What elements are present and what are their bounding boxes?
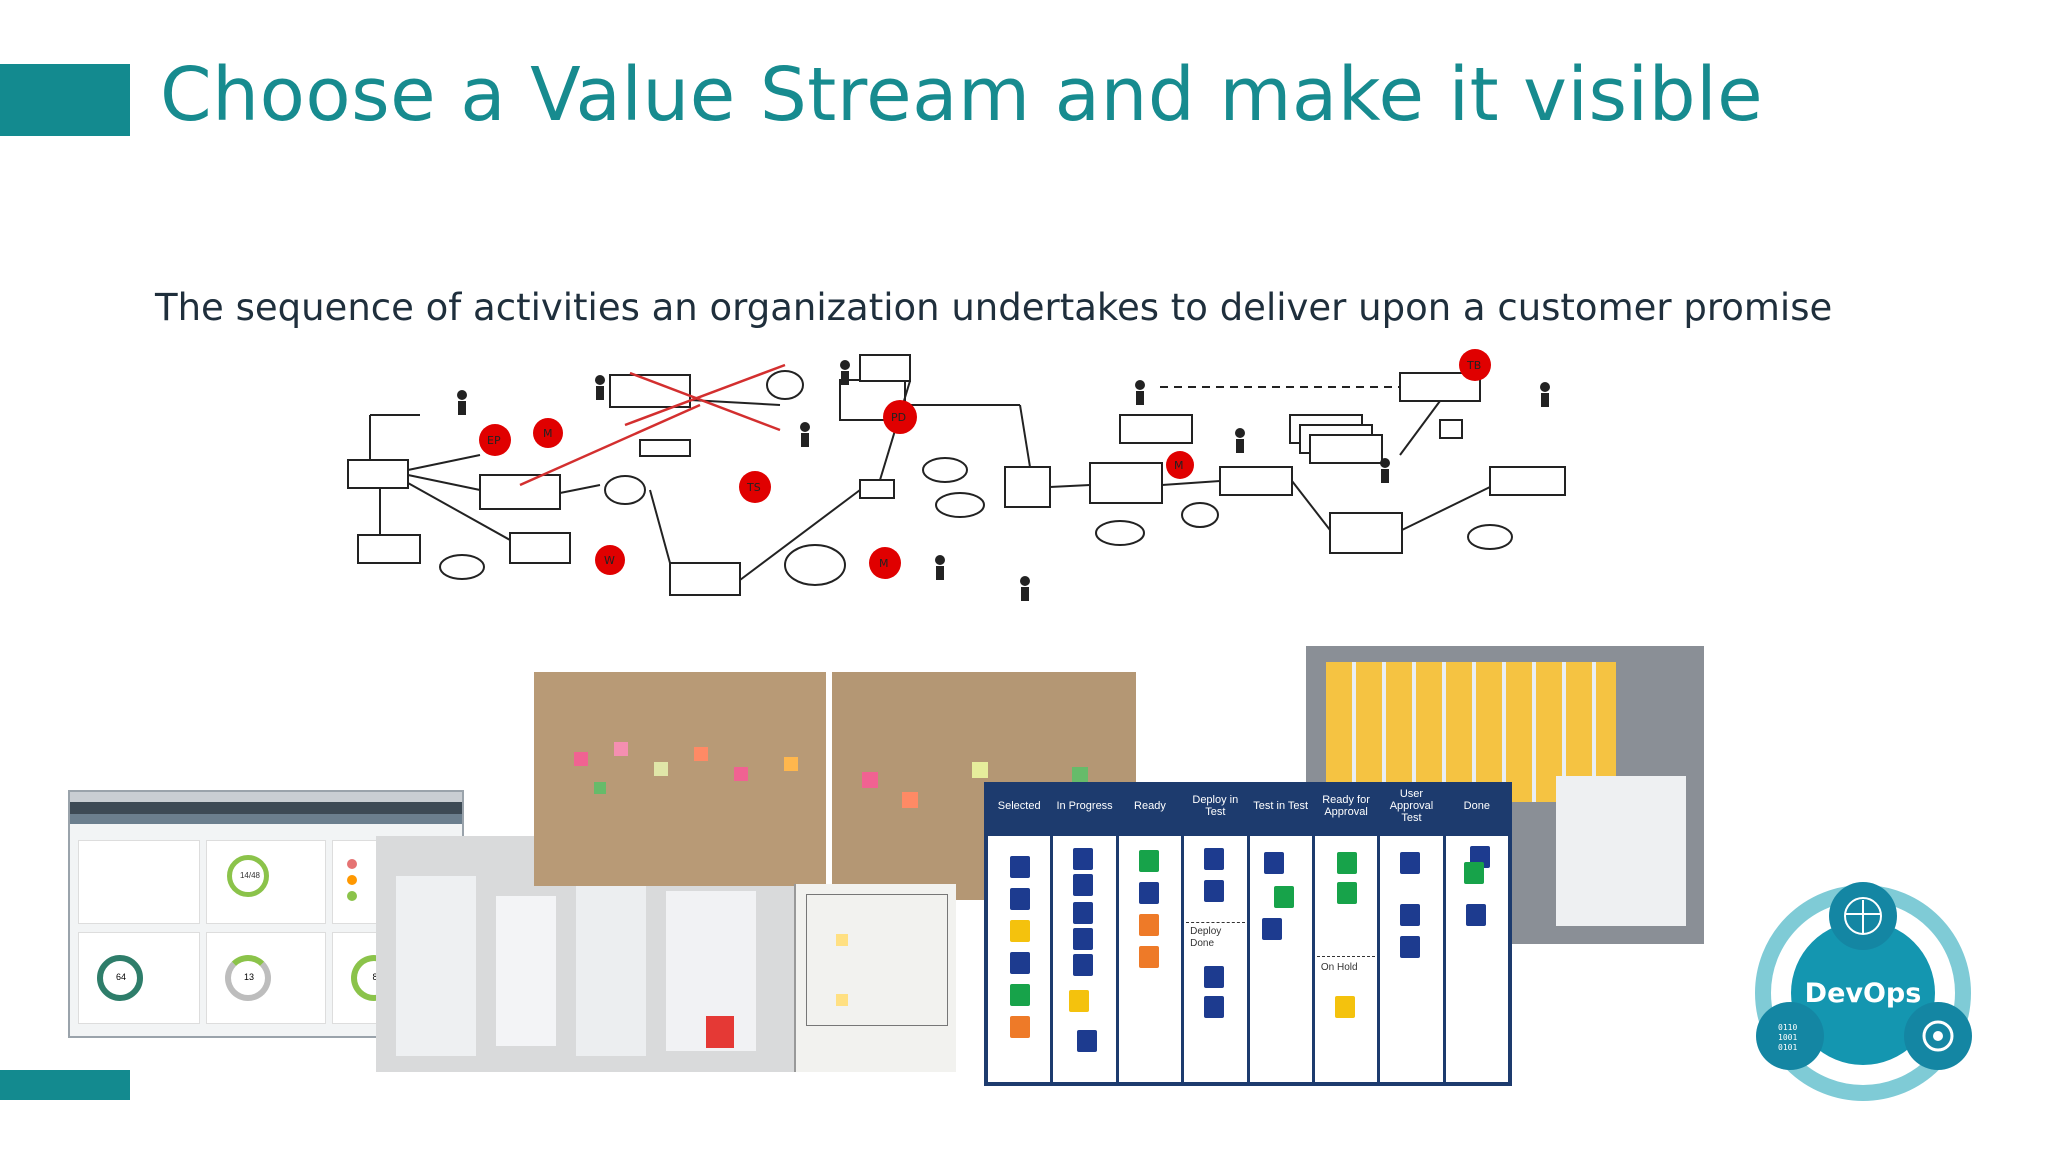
- svg-text:EP: EP: [487, 434, 501, 447]
- svg-text:TS: TS: [746, 481, 761, 494]
- stat-value: 64: [115, 972, 126, 982]
- stat-value: 13: [243, 972, 254, 982]
- devops-label: DevOps: [1804, 978, 1922, 1009]
- slide-title: Choose a Value Stream and make it visibl…: [160, 52, 1764, 138]
- kanban-column-user-approval-test: User Approval Test: [1380, 786, 1443, 1082]
- kanban-column-header: User Approval Test: [1380, 786, 1443, 826]
- svg-text:W: W: [604, 554, 615, 567]
- kanban-column-selected: Selected: [988, 786, 1051, 1082]
- vsm-bursts: [479, 349, 1491, 579]
- footer-accent-bar: [0, 1070, 130, 1100]
- svg-text:1001: 1001: [1778, 1033, 1797, 1042]
- kanban-column-header: Test in Test: [1249, 786, 1312, 826]
- title-accent-bar: [0, 64, 130, 136]
- deploy-done-label: Deploy Done: [1190, 926, 1222, 949]
- kanban-column-deploy-in-test: Deploy in Test Deploy Done: [1184, 786, 1247, 1082]
- svg-text:0110: 0110: [1778, 1023, 1797, 1032]
- svg-text:M: M: [543, 427, 553, 440]
- kanban-column-header: Ready for Approval: [1314, 786, 1378, 826]
- kanban-column-in-progress: In Progress: [1053, 786, 1116, 1082]
- kanban-column-done: Done: [1445, 786, 1508, 1082]
- grid-board-photo: [794, 884, 956, 1072]
- kanban-column-ready-for-approval: Ready for Approval On Hold: [1314, 786, 1378, 1082]
- svg-text:PD: PD: [891, 411, 906, 424]
- slide-subtitle: The sequence of activities an organizati…: [155, 286, 1833, 329]
- svg-text:TB: TB: [1466, 359, 1481, 372]
- kanban-column-header: In Progress: [1053, 786, 1116, 826]
- brown-paper-photo-1: [534, 672, 826, 886]
- value-stream-map: EP M PD TS W M M TB: [347, 349, 1566, 601]
- kanban-column-ready: Ready: [1118, 786, 1182, 1082]
- devops-logo: 0110 1001 0101 DevOps: [1738, 868, 1988, 1118]
- on-hold-label: On Hold: [1320, 962, 1358, 973]
- svg-text:M: M: [1174, 459, 1184, 472]
- ring-label: 14/48: [239, 871, 261, 880]
- kanban-board: Selected In Progress Ready Deploy in Tes…: [984, 782, 1512, 1086]
- svg-text:0101: 0101: [1778, 1043, 1797, 1052]
- kanban-column-header: Ready: [1118, 786, 1182, 826]
- stat-value: 8: [372, 972, 378, 982]
- kanban-column-test-in-test: Test in Test: [1249, 786, 1312, 1082]
- kanban-column-header: Done: [1445, 786, 1508, 826]
- kanban-column-header: Deploy in Test: [1184, 786, 1247, 826]
- kanban-column-header: Selected: [988, 786, 1051, 826]
- svg-text:M: M: [879, 557, 889, 570]
